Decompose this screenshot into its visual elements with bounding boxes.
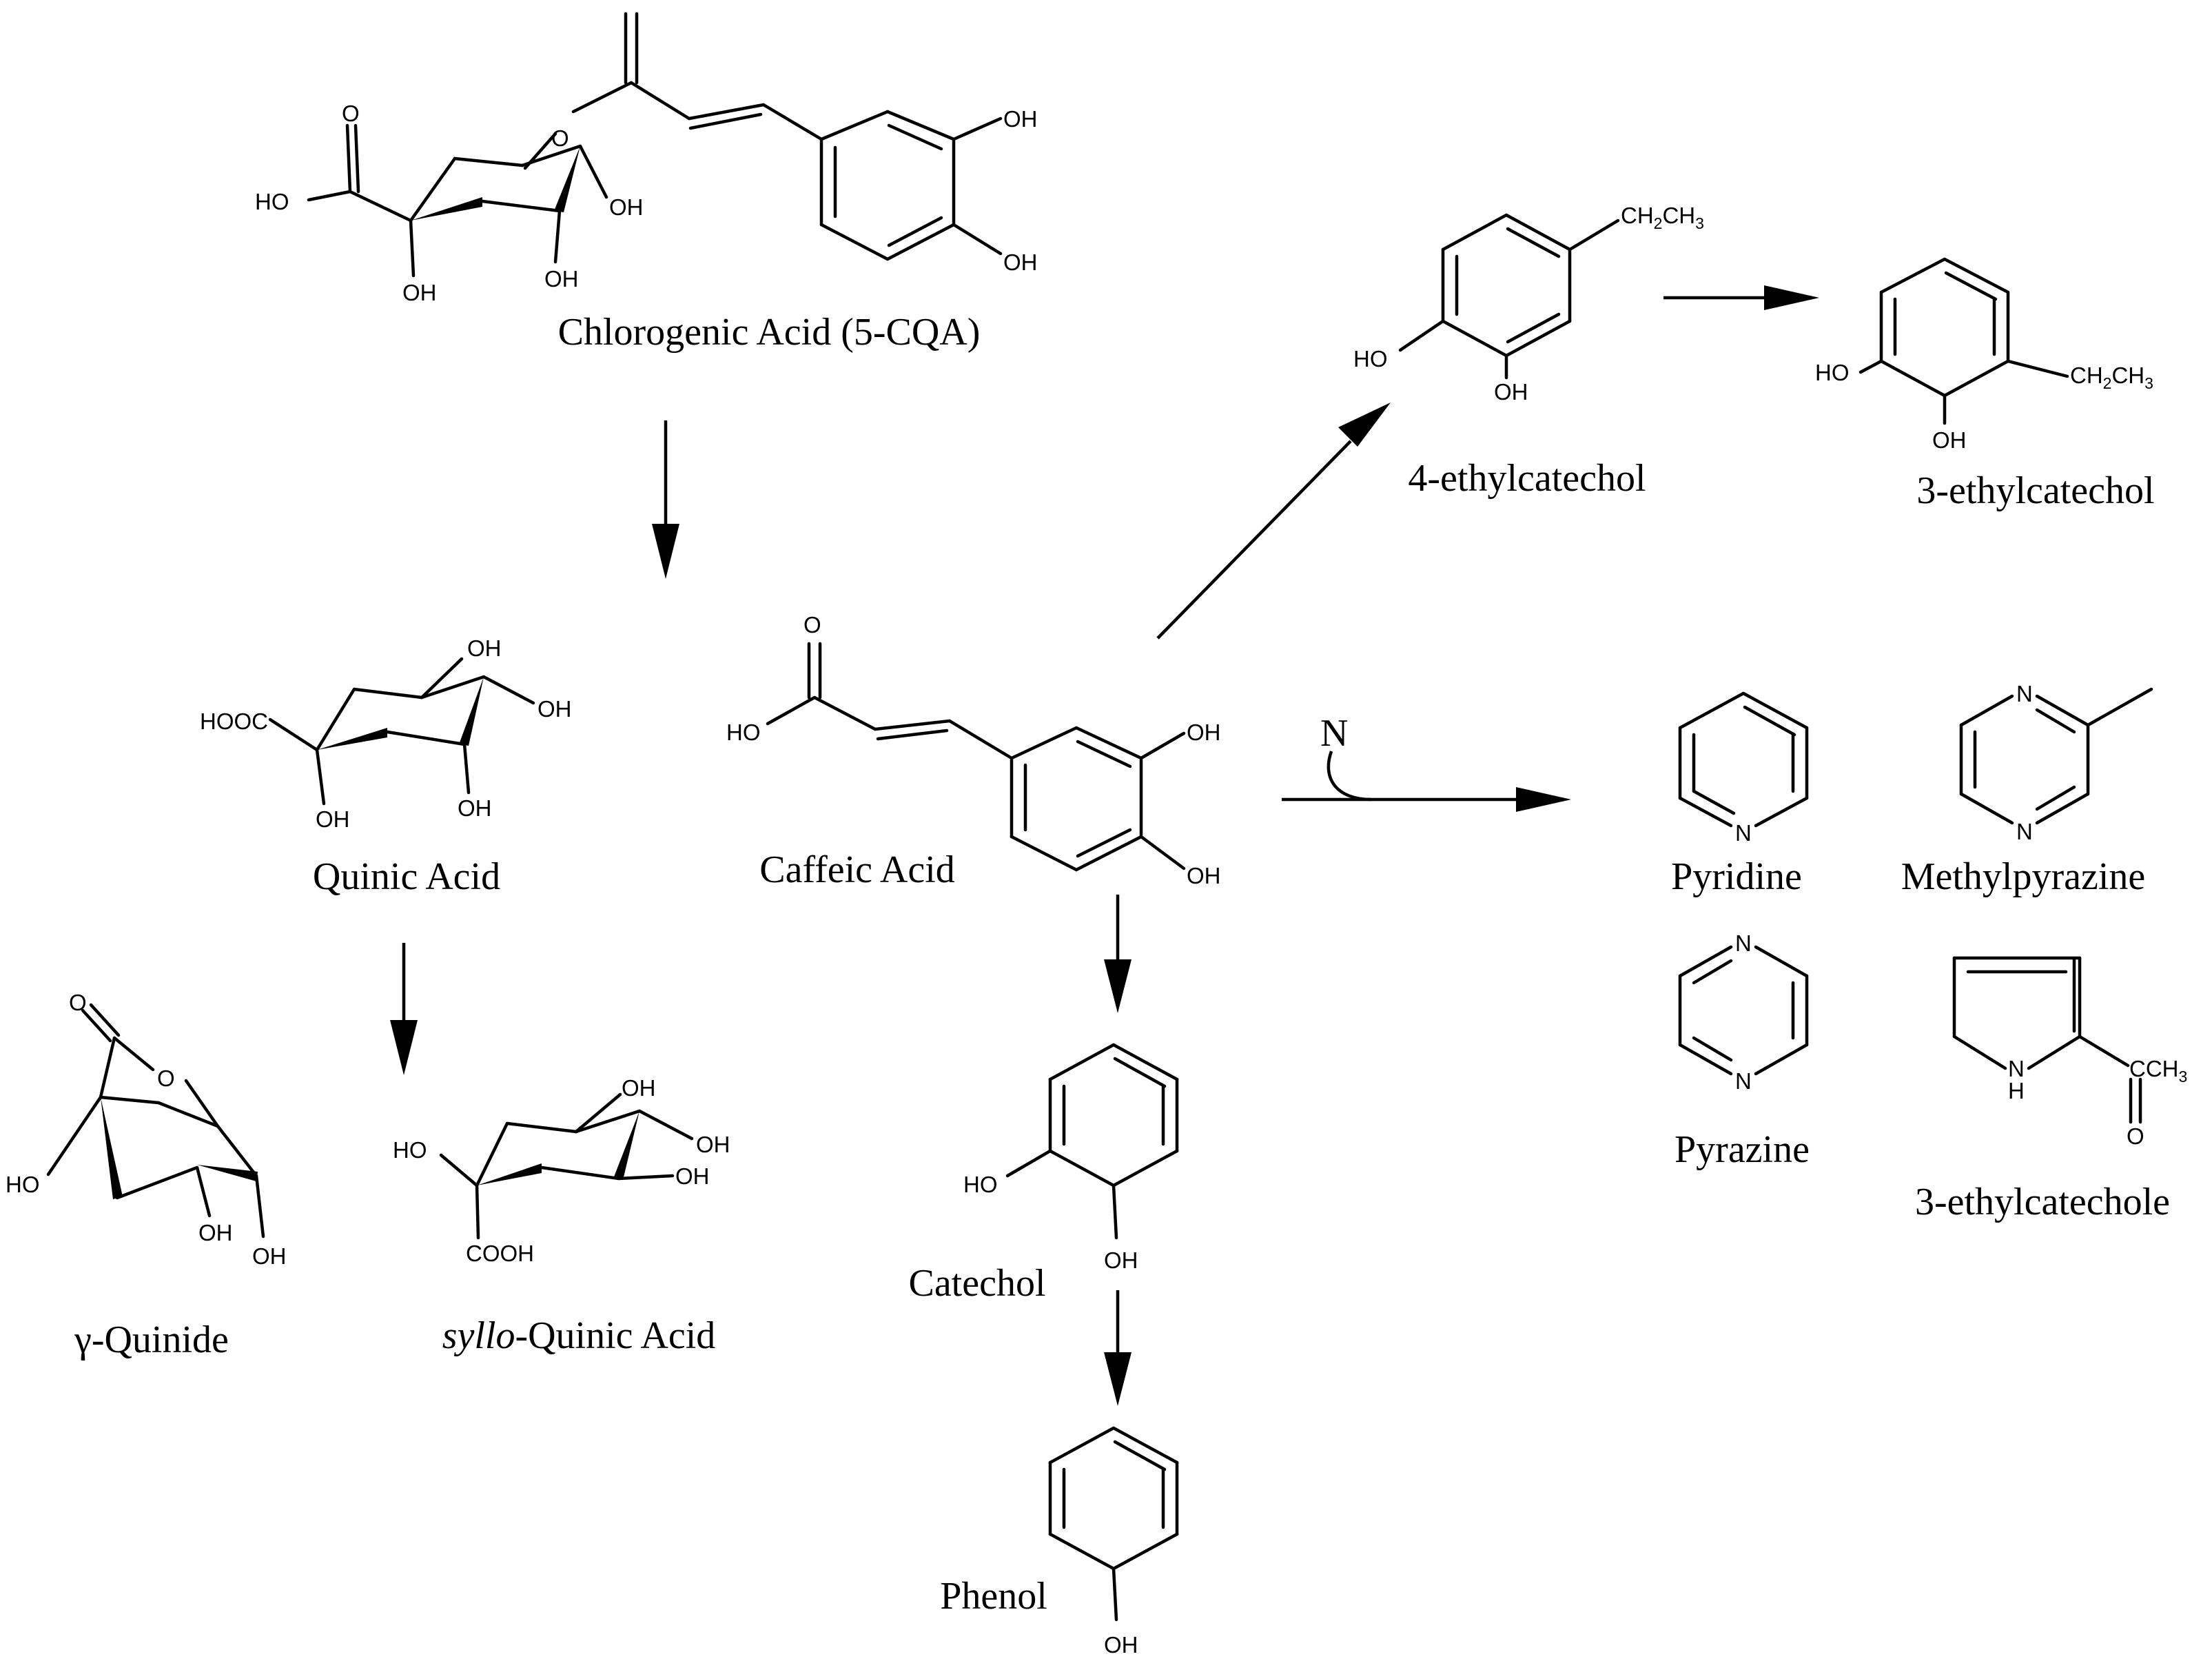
oh-label: OH [1003,249,1038,275]
methylpyrazine-structure: N N [1959,681,2153,844]
n-label: N [1735,820,1752,846]
oh-label: OH [458,795,492,821]
hooc-label: HOOC [200,709,268,734]
n-label: N [2016,681,2033,706]
arrow-cqa-down [652,420,679,579]
arrow-to-heterocycles: N [1282,712,1571,812]
ch2ch3-label: CH2CH3 [2070,363,2153,392]
catechol-label: Catechol [908,1262,1045,1305]
acetylpyrrole-structure: N H CCH3 O [1952,956,2187,1149]
oh-label: OH [622,1075,656,1101]
oh-label: OH [252,1243,287,1269]
3-ethylcatechol-structure: CH2CH3 HO OH [1815,257,2153,453]
oh-label: OH [1187,720,1221,745]
oh-label: OH [1104,1247,1138,1273]
pyridine-structure: N [1678,691,1809,846]
nh-n-label: N [2008,1056,2025,1081]
syllo-quinic-acid-structure: HO OH OH OH COOH [393,1075,730,1266]
arrow-to-4-ethylcatechol [1156,402,1391,640]
ho-label: HO [6,1172,40,1197]
arrow-catechol-down [1104,1290,1131,1406]
ho-label: HO [255,189,289,214]
phenol-label: Phenol [940,1575,1047,1618]
ho-label: HO [726,720,761,745]
oh-label: OH [1932,427,1967,453]
oh-label: OH [198,1220,233,1245]
ho-label: HO [963,1172,998,1197]
4-ethylcatechol-structure: CH2CH3 HO OH [1353,203,1704,405]
caffeic-acid-label: Caffeic Acid [759,848,955,891]
oh-label: OH [316,806,350,832]
gamma-quinide-label: γ-Quinide [74,1318,229,1361]
methylpyrazine-label: Methylpyrazine [1901,855,2146,898]
oh-label: OH [609,194,644,220]
ho-label: HO [1815,360,1850,385]
caffeic-acid-structure: O HO OH OH [726,612,1221,888]
gamma-quinide-structure: O O HO OH OH [6,990,287,1269]
4-ethylcatechol-label: 4-ethylcatechol [1408,457,1646,500]
chlorogenic-acid-structure: OH OH O O HO OH OH OH [255,12,1038,305]
oh-label: OH [675,1163,710,1189]
nh-h-label: H [2008,1078,2025,1103]
oh-label: OH [1494,379,1528,405]
ho-label: HO [1353,346,1388,371]
oh-label: OH [402,280,437,305]
oh-label: OH [537,696,572,722]
cooh-label: COOH [466,1241,534,1266]
pyrazine-label: Pyrazine [1675,1128,1810,1171]
oh-label: OH [1104,1632,1138,1658]
acetyl-label: CCH3 [2129,1056,2187,1086]
catechol-structure: HO OH [963,1043,1179,1273]
oh-label: OH [544,266,579,292]
syllo-quinic-acid-label: syllo-Quinic Acid [442,1314,716,1357]
nitrogen-reagent-label: N [1320,712,1348,755]
pyrazine-structure: N N [1678,930,1809,1094]
3-ethylcatechol-label: 3-ethylcatechol [1916,469,2154,512]
n-label: N [1735,930,1752,956]
oh-label: OH [1003,106,1038,132]
arrow-to-3-ethylcatechol [1663,285,1819,310]
ch2ch3-label: CH2CH3 [1621,203,1704,232]
oh-label: OH [1187,863,1221,888]
n-label: N [2016,819,2033,844]
quinic-acid-label: Quinic Acid [313,855,500,898]
arrow-quinic-down [390,943,418,1075]
3-ethylcatechole-label: 3-ethylcatechole [1915,1181,2170,1223]
n-label: N [1735,1068,1752,1094]
o-label: O [157,1066,175,1091]
oh-label: OH [467,635,502,661]
chlorogenic-acid-label: Chlorogenic Acid (5-CQA) [558,311,981,354]
oh-label: OH [696,1132,730,1157]
o-label: O [2127,1123,2144,1149]
phenol-structure: OH [1048,1426,1179,1658]
o-label: O [551,125,569,151]
quinic-acid-structure: HOOC OH OH OH OH [200,635,572,832]
o-label: O [803,612,821,638]
o-label: O [342,101,360,126]
o-label: O [69,990,87,1015]
arrow-caffeic-down [1104,895,1131,1013]
ho-label: HO [393,1137,427,1163]
pyridine-label: Pyridine [1671,855,1802,898]
